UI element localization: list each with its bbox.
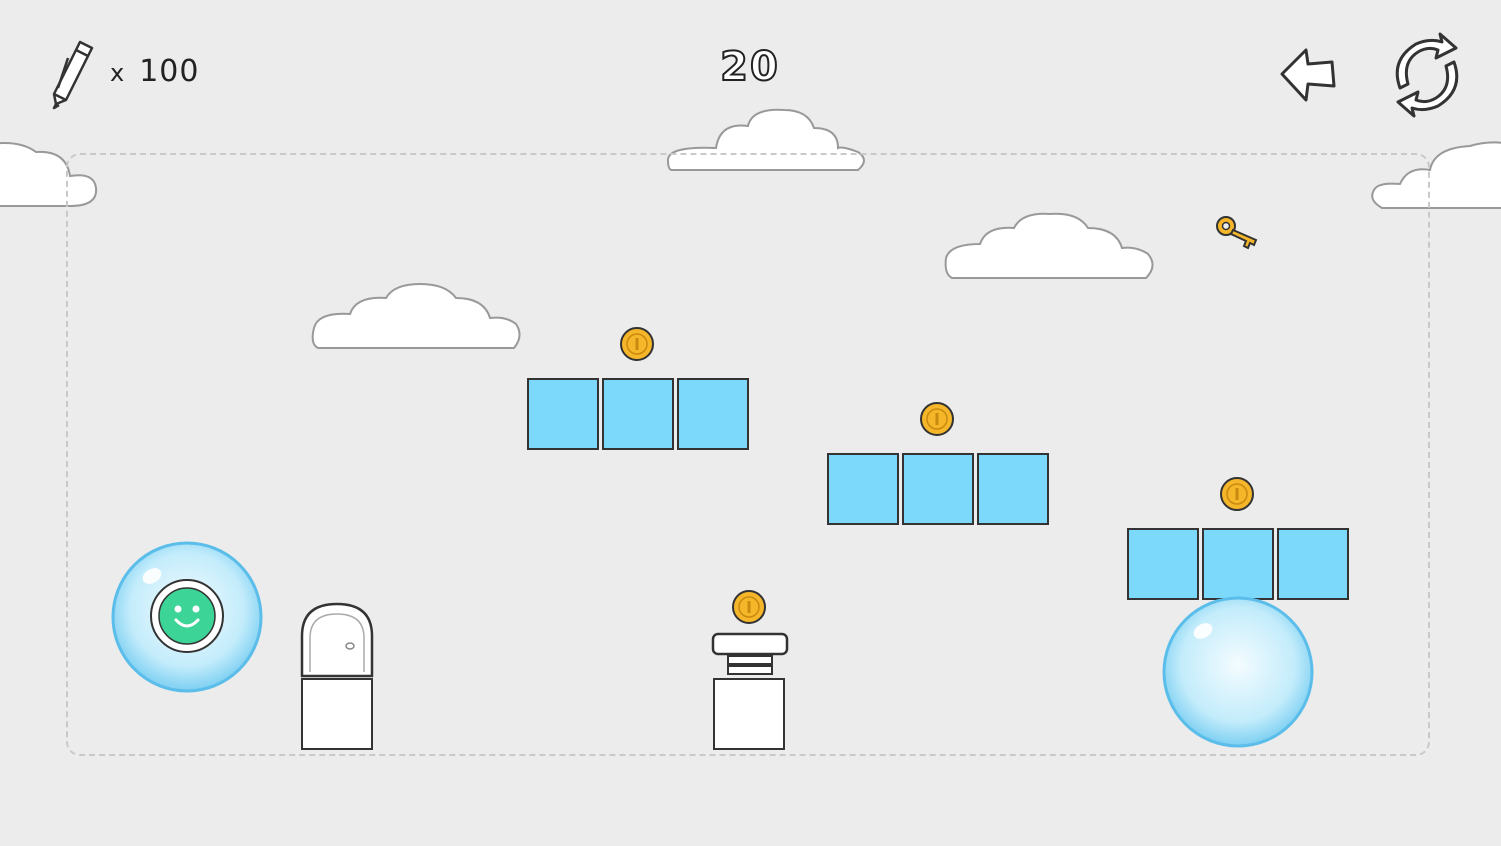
back-arrow-icon: [1280, 48, 1336, 102]
pencil-count-value: 100: [139, 54, 200, 89]
coin-icon: [920, 402, 954, 436]
cloud-middle-right: [944, 212, 1154, 279]
cloud-middle-left: [311, 282, 521, 349]
coin-icon: [1220, 477, 1254, 511]
ice-block: [827, 453, 899, 525]
ice-block: [1202, 528, 1274, 600]
key-icon[interactable]: [1214, 212, 1262, 252]
coin-icon: [620, 327, 654, 361]
play-area[interactable]: [66, 153, 1430, 756]
ice-block: [527, 378, 599, 450]
coin-icon: [732, 590, 766, 624]
cloud-right: [1371, 141, 1501, 209]
cloud-left: [0, 142, 98, 207]
ice-block: [677, 378, 749, 450]
door-pedestal: [301, 678, 373, 750]
ice-block: [977, 453, 1049, 525]
back-button[interactable]: [1278, 44, 1340, 106]
ice-block: [602, 378, 674, 450]
ice-block: [1277, 528, 1349, 600]
spring-pedestal: [713, 678, 785, 750]
level-number: 20: [719, 43, 780, 91]
player-bubble[interactable]: [108, 540, 266, 694]
restart-button[interactable]: [1386, 30, 1468, 120]
ice-block: [902, 453, 974, 525]
pencil-count: x 100: [110, 54, 199, 89]
spring-icon[interactable]: [710, 630, 790, 680]
empty-bubble[interactable]: [1159, 596, 1317, 750]
smiley-face-icon: [150, 579, 224, 653]
pencil-count-prefix: x: [110, 59, 126, 87]
door-icon[interactable]: [298, 600, 376, 680]
restart-icon: [1395, 32, 1459, 118]
ice-block: [1127, 528, 1199, 600]
pencil-icon: [46, 38, 102, 112]
